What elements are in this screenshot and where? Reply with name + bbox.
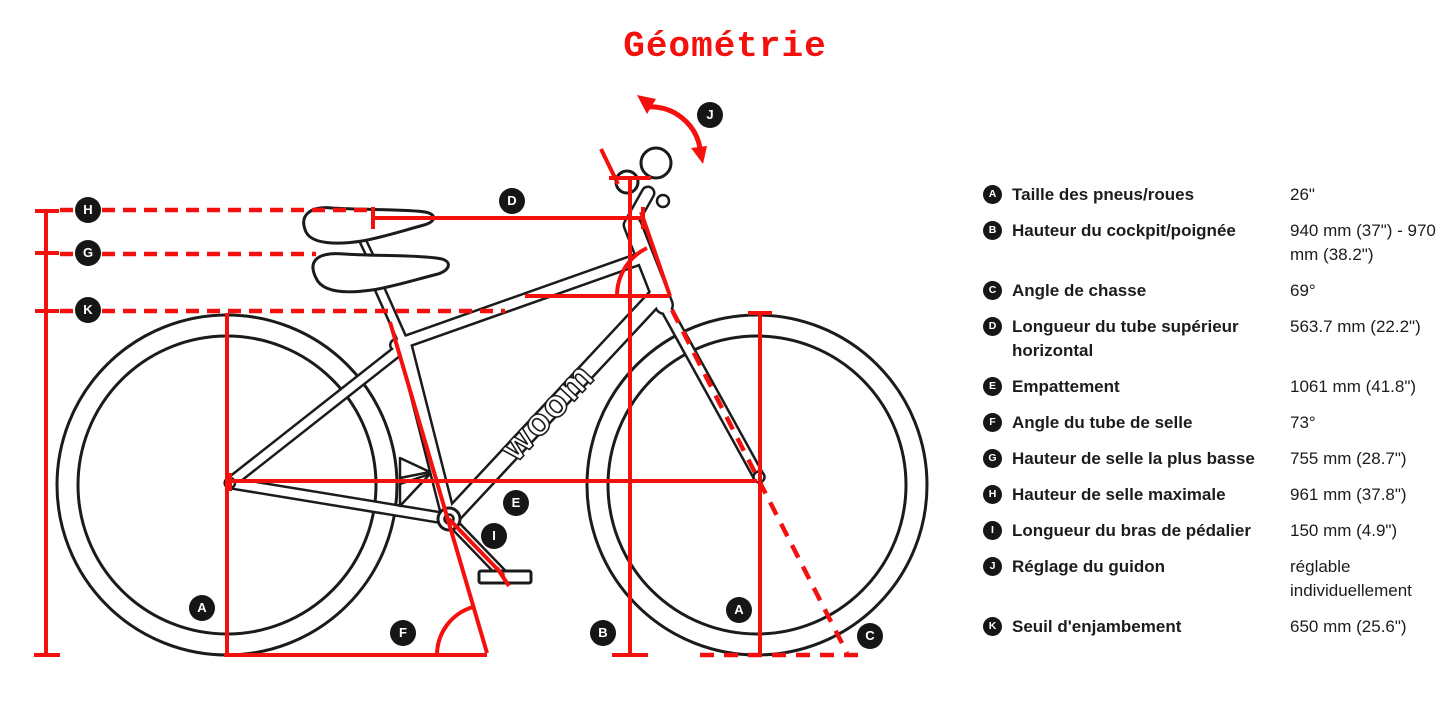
row-label: Angle de chasse [1012, 281, 1147, 300]
diagram-marker-b: B [590, 620, 616, 646]
page-title: Géométrie [623, 26, 827, 67]
row-value: 563.7 mm (22.2") [1290, 317, 1421, 336]
row-label: Longueur du tube supérieur horizontal [1012, 317, 1239, 360]
row-label: Taille des pneus/roues [1012, 185, 1195, 204]
dimension-lines [34, 104, 860, 658]
brand-logo: woom [492, 355, 604, 471]
row-value: 650 mm (25.6") [1290, 617, 1407, 636]
row-badge: G [983, 449, 1002, 468]
row-badge: F [983, 413, 1002, 432]
row-label: Réglage du guidon [1012, 557, 1165, 576]
diagram-marker-i: I [481, 523, 507, 549]
row-value: 150 mm (4.9") [1290, 521, 1398, 540]
row-label: Seuil d'enjambement [1012, 617, 1182, 636]
row-badge: A [983, 185, 1002, 204]
row-label: Angle du tube de selle [1012, 413, 1193, 432]
row-value: 69° [1290, 281, 1316, 300]
diagram-marker-j: J [697, 102, 723, 128]
row-label: Hauteur de selle la plus basse [1012, 449, 1255, 468]
frame-fill [226, 188, 763, 526]
diagram-marker-g: G [75, 240, 101, 266]
row-badge: E [983, 377, 1002, 396]
row-value: 73° [1290, 413, 1316, 432]
diagram-marker-e: E [503, 490, 529, 516]
row-label: Hauteur de selle maximale [1012, 485, 1226, 504]
row-badge: H [983, 485, 1002, 504]
row-value: 1061 mm (41.8") [1290, 377, 1417, 396]
row-badge: D [983, 317, 1002, 336]
diagram-marker-f: F [390, 620, 416, 646]
row-badge: I [983, 521, 1002, 540]
diagram-marker-d: D [499, 188, 525, 214]
row-badge: B [983, 221, 1002, 240]
row-value: réglable individuellement [1290, 557, 1412, 600]
row-badge: C [983, 281, 1002, 300]
row-value: 940 mm (37") - 970 mm (38.2") [1290, 221, 1436, 264]
diagram-marker-h: H [75, 197, 101, 223]
row-value: 961 mm (37.8") [1290, 485, 1407, 504]
geometry-table: A Taille des pneus/roues 26" B Hauteur d… [975, 180, 1445, 680]
row-badge: J [983, 557, 1002, 576]
diagram-marker-k: K [75, 297, 101, 323]
row-badge: K [983, 617, 1002, 636]
saddles [302, 206, 450, 294]
diagram-marker-a-front: A [726, 597, 752, 623]
diagram-marker-c: C [857, 623, 883, 649]
row-label: Longueur du bras de pédalier [1012, 521, 1251, 540]
arrow-heads [637, 95, 707, 164]
row-value: 26" [1290, 185, 1315, 204]
diagram-marker-a-rear: A [189, 595, 215, 621]
row-label: Hauteur du cockpit/poignée [1012, 221, 1236, 240]
row-label: Empattement [1012, 377, 1120, 396]
row-value: 755 mm (28.7") [1290, 449, 1407, 468]
